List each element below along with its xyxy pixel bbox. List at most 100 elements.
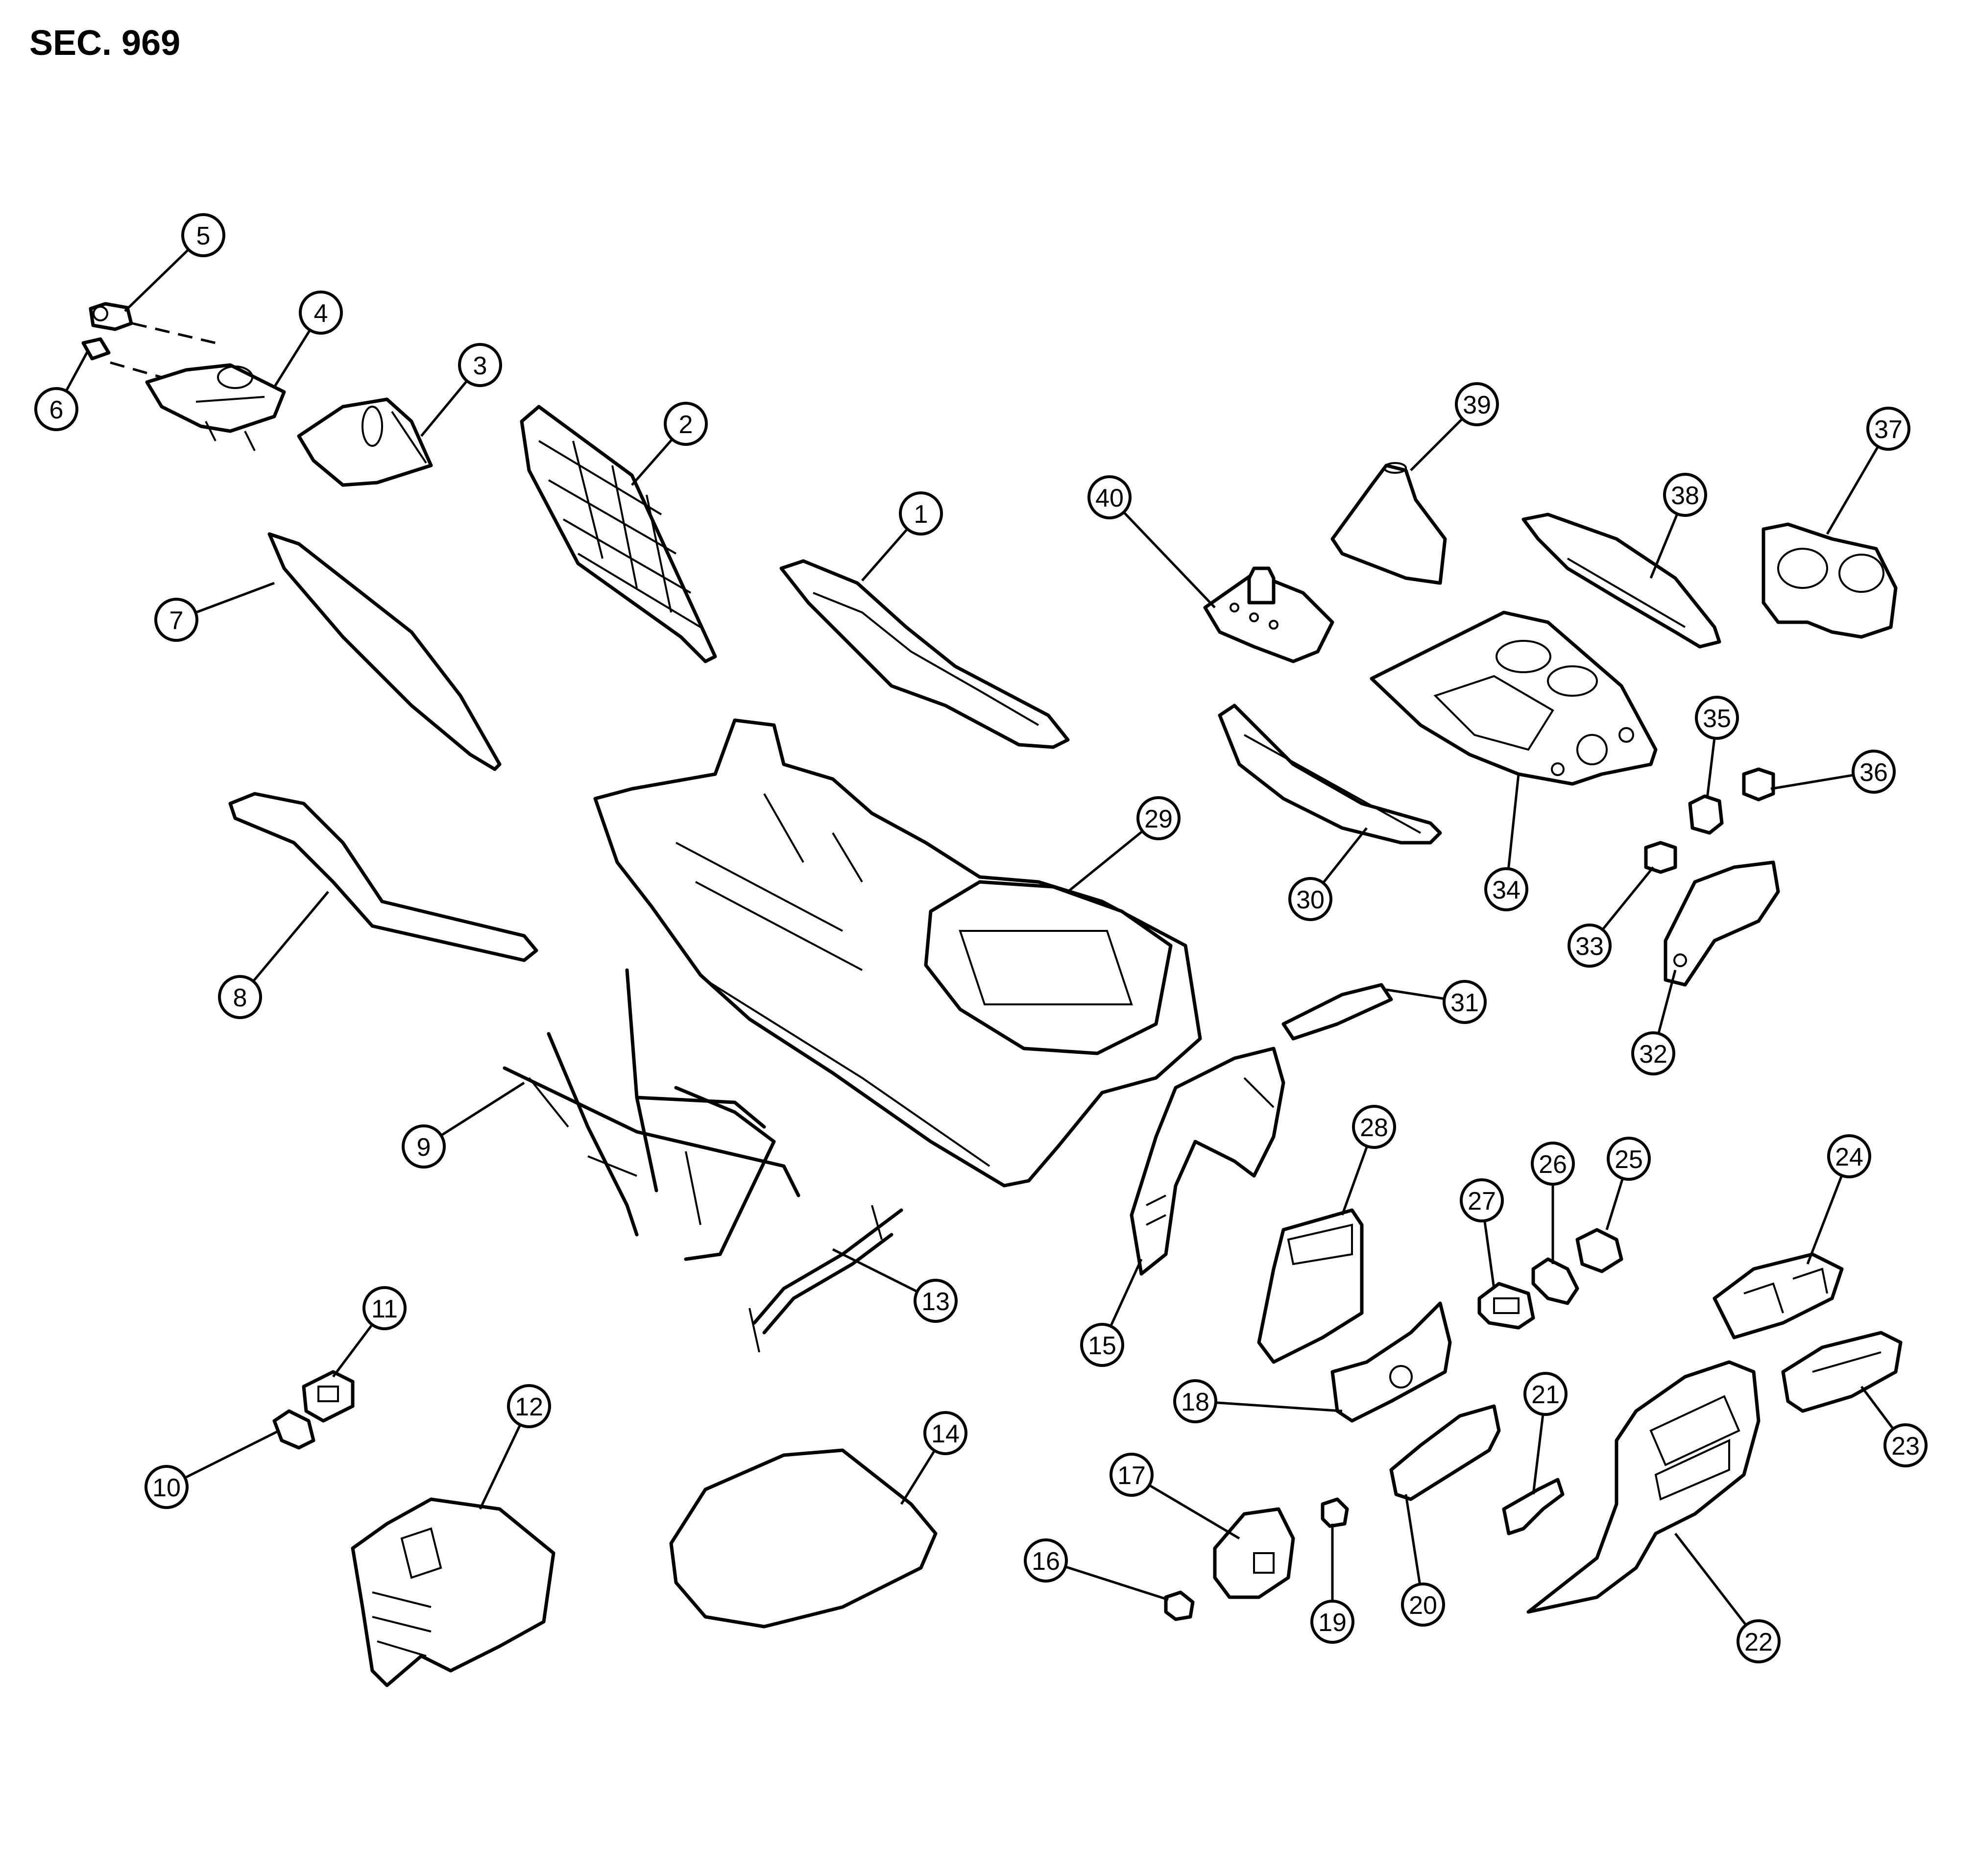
leader-line-34 bbox=[1507, 774, 1520, 869]
part-7-side-panel bbox=[267, 532, 502, 771]
leader-line-11 bbox=[332, 1324, 373, 1378]
callout-circle-14 bbox=[923, 1411, 967, 1455]
part-18-bracket bbox=[1330, 1301, 1452, 1423]
callout-number-22: 22 bbox=[1744, 1628, 1773, 1657]
callout-27: 27 bbox=[1460, 1178, 1504, 1222]
leader-line-29 bbox=[1067, 830, 1143, 893]
part-34-top-panel bbox=[1370, 610, 1658, 786]
callout-18: 18 bbox=[1173, 1379, 1217, 1423]
part-13-bracket-rod bbox=[748, 1205, 903, 1353]
callout-circle-1 bbox=[899, 491, 943, 536]
callout-circle-10 bbox=[145, 1465, 189, 1509]
callout-number-26: 26 bbox=[1539, 1150, 1567, 1179]
callout-10: 10 bbox=[145, 1465, 189, 1509]
leader-line-4 bbox=[273, 329, 311, 388]
callout-number-18: 18 bbox=[1181, 1388, 1209, 1416]
leader-line-20 bbox=[1404, 1494, 1422, 1584]
part-5-socket bbox=[89, 302, 216, 344]
leader-line-6 bbox=[65, 349, 90, 392]
part-10-plug bbox=[272, 1409, 315, 1450]
callout-17: 17 bbox=[1110, 1453, 1154, 1497]
callout-circle-29 bbox=[1136, 796, 1181, 840]
leader-line-28 bbox=[1341, 1145, 1369, 1216]
callout-circle-6 bbox=[34, 387, 78, 431]
leader-line-9 bbox=[440, 1081, 525, 1137]
callout-38: 38 bbox=[1663, 473, 1707, 517]
part-33-switch bbox=[1644, 841, 1677, 874]
callout-number-20: 20 bbox=[1409, 1591, 1437, 1620]
callout-number-39: 39 bbox=[1463, 391, 1491, 419]
part-19-clip bbox=[1321, 1497, 1349, 1528]
callout-9: 9 bbox=[402, 1124, 446, 1169]
callout-39: 39 bbox=[1455, 382, 1499, 426]
callout-circle-21 bbox=[1523, 1372, 1568, 1416]
callout-number-21: 21 bbox=[1531, 1381, 1560, 1409]
part-20-usb-unit bbox=[1389, 1404, 1501, 1501]
leader-line-21 bbox=[1532, 1414, 1545, 1495]
part-15-bracket bbox=[1130, 1047, 1285, 1276]
callout-circle-26 bbox=[1531, 1142, 1575, 1186]
callout-14: 14 bbox=[923, 1411, 967, 1455]
leader-line-18 bbox=[1215, 1401, 1343, 1413]
callout-circle-27 bbox=[1460, 1178, 1504, 1222]
callout-number-7: 7 bbox=[169, 607, 184, 635]
callout-circle-15 bbox=[1080, 1323, 1124, 1367]
callout-2: 2 bbox=[664, 402, 708, 446]
leader-line-17 bbox=[1148, 1484, 1240, 1540]
leader-line-15 bbox=[1110, 1258, 1143, 1327]
callout-circle-22 bbox=[1737, 1619, 1781, 1663]
leader-line-7 bbox=[195, 582, 275, 614]
callout-circle-2 bbox=[664, 402, 708, 446]
callout-number-14: 14 bbox=[931, 1420, 960, 1448]
callout-number-4: 4 bbox=[314, 299, 328, 328]
callout-number-5: 5 bbox=[196, 222, 211, 250]
callout-37: 37 bbox=[1866, 407, 1910, 451]
callout-number-32: 32 bbox=[1639, 1040, 1667, 1069]
part-32-bracket bbox=[1664, 860, 1780, 987]
part-1-finisher-frame bbox=[779, 559, 1070, 749]
callout-circle-3 bbox=[458, 343, 502, 387]
callout-number-19: 19 bbox=[1318, 1608, 1347, 1637]
part-31-strip bbox=[1281, 983, 1393, 1041]
part-12-console-box bbox=[351, 1497, 555, 1687]
leader-line-30 bbox=[1322, 827, 1368, 884]
callout-circle-33 bbox=[1568, 924, 1612, 968]
section-label: SEC. 969 bbox=[29, 24, 180, 63]
part-22-rear-finisher bbox=[1526, 1360, 1761, 1614]
part-27-switch bbox=[1477, 1282, 1535, 1330]
callout-circle-20 bbox=[1401, 1583, 1445, 1627]
leader-line-22 bbox=[1674, 1533, 1747, 1626]
callout-number-10: 10 bbox=[152, 1474, 181, 1502]
callout-32: 32 bbox=[1631, 1031, 1675, 1075]
leader-line-32 bbox=[1657, 970, 1677, 1034]
part-17-bracket-box bbox=[1213, 1507, 1295, 1599]
callout-circle-17 bbox=[1110, 1453, 1154, 1497]
callout-number-27: 27 bbox=[1468, 1187, 1496, 1216]
part-23-control-panel bbox=[1781, 1331, 1903, 1413]
leader-line-31 bbox=[1386, 988, 1445, 1000]
callout-number-33: 33 bbox=[1575, 932, 1604, 961]
part-36-switch bbox=[1742, 767, 1775, 802]
callout-number-2: 2 bbox=[679, 411, 693, 439]
callout-21: 21 bbox=[1523, 1372, 1568, 1416]
callout-number-3: 3 bbox=[473, 352, 487, 380]
callout-number-16: 16 bbox=[1032, 1547, 1060, 1576]
callout-number-25: 25 bbox=[1615, 1145, 1643, 1174]
part-6-clip bbox=[81, 337, 162, 379]
callout-number-6: 6 bbox=[49, 396, 64, 424]
leader-line-13 bbox=[832, 1248, 918, 1293]
callout-23: 23 bbox=[1883, 1423, 1928, 1467]
part-37-cup-holder bbox=[1762, 522, 1898, 639]
callout-19: 19 bbox=[1310, 1600, 1354, 1644]
callout-16: 16 bbox=[1024, 1538, 1068, 1583]
callout-26: 26 bbox=[1531, 1142, 1575, 1186]
callout-circle-36 bbox=[1852, 750, 1896, 794]
callout-circle-23 bbox=[1883, 1423, 1928, 1467]
part-30-bracket bbox=[1218, 704, 1442, 845]
callout-number-38: 38 bbox=[1671, 482, 1699, 510]
part-25-cap bbox=[1575, 1228, 1623, 1273]
callout-circle-5 bbox=[181, 213, 225, 257]
callout-number-34: 34 bbox=[1492, 876, 1520, 904]
callout-circle-32 bbox=[1631, 1031, 1675, 1075]
